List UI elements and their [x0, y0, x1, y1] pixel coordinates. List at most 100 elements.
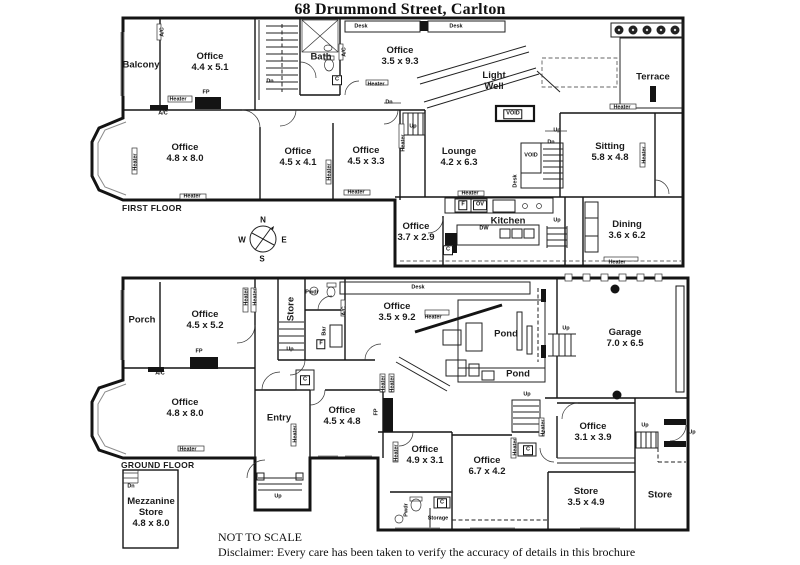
room-dims: 3.5 x 4.9 — [567, 497, 605, 508]
compass-south-label: S — [259, 254, 265, 264]
room-dims: 7.0 x 6.5 — [606, 338, 644, 349]
room-dims: 4.8 x 8.0 — [132, 518, 170, 530]
annotation-label: Storage — [427, 515, 449, 522]
room-dims: 4.5 x 4.8 — [323, 416, 361, 427]
room-dims: 4.8 x 8.0 — [166, 408, 204, 419]
room-name: Store — [285, 296, 297, 322]
annotation-label: OV — [473, 200, 487, 210]
annotation-label: VOID — [503, 109, 523, 119]
annotation-label: Up — [274, 493, 282, 500]
room-label: Porch — [129, 314, 156, 325]
annotation-label: Up — [688, 429, 696, 436]
annotation-label: FP — [202, 89, 210, 96]
annotation-label: Heater — [424, 314, 442, 321]
annotation-label: Heater — [393, 444, 400, 462]
annotation-label: Heater — [367, 81, 385, 88]
annotation-label: A/C — [155, 370, 165, 377]
annotation-label: Up — [286, 346, 294, 353]
annotation-label: DW — [479, 225, 489, 232]
room-name: Entry — [266, 412, 292, 424]
room-name: Office — [402, 220, 430, 232]
room-dims: 4.5 x 3.3 — [347, 156, 385, 167]
room-label: Pond — [506, 368, 530, 379]
room-label: Pond — [494, 328, 518, 339]
annotation-label: Heater — [380, 375, 387, 393]
annotation-label: Pwdr — [403, 503, 410, 517]
annotation-label: C — [523, 445, 533, 455]
annotation-label: Up — [409, 123, 417, 130]
annotation-label: Up — [523, 391, 531, 398]
annotation-label: Heater — [400, 134, 407, 152]
annotation-label: Desk — [354, 23, 368, 30]
annotation-label: VOID — [524, 152, 538, 159]
annotation-label: Heater — [389, 375, 396, 393]
room-name: Store — [647, 489, 673, 501]
annotation-label: F — [316, 339, 326, 349]
annotation-label: A/C — [341, 306, 348, 316]
annotation-label: Dn — [266, 78, 274, 85]
room-label: Entry — [267, 412, 291, 423]
room-name: Office — [579, 420, 607, 432]
room-name: Office — [473, 454, 501, 466]
annotation-label: Up — [562, 325, 570, 332]
annotation-label: Desk — [512, 174, 519, 188]
room-name: Mezzanine Store — [127, 496, 175, 519]
annotation-label: Dn — [547, 139, 555, 146]
room-name: Office — [191, 308, 219, 320]
annotation-label: Dn — [385, 99, 393, 106]
annotation-label: Bar — [321, 326, 328, 336]
room-dims: 4.9 x 3.1 — [406, 455, 444, 466]
room-name: Balcony — [122, 59, 160, 71]
annotation-label: Heater — [347, 189, 365, 196]
room-name: Terrace — [636, 71, 670, 83]
annotation-label: Heater — [608, 259, 626, 266]
room-name: Porch — [128, 314, 156, 326]
annotation-label: Heater — [512, 438, 519, 456]
annotation-label: A/C — [158, 110, 168, 117]
annotation-label: Heater — [613, 104, 631, 111]
room-name: Pond — [494, 328, 518, 340]
room-name: Office — [383, 300, 411, 312]
annotation-label: Up — [553, 127, 561, 134]
room-name: Sitting — [595, 140, 625, 152]
room-name: Office — [171, 141, 199, 153]
room-dims: 3.1 x 3.9 — [574, 432, 612, 443]
first-floor-walls — [90, 16, 685, 268]
annotation-label: Heater — [461, 190, 479, 197]
annotation-label: Heater — [132, 153, 139, 171]
room-name: Office — [352, 144, 380, 156]
room-name: Light Well — [482, 69, 506, 92]
annotation-label: Heater — [179, 446, 197, 453]
room-label: Store — [648, 489, 672, 500]
annotation-label: Up — [641, 422, 649, 429]
annotation-label: Up — [553, 217, 561, 224]
annotation-label: A/C — [159, 27, 166, 37]
disclaimer-text: Disclaimer: Every care has been taken to… — [218, 545, 636, 559]
room-label: Bath — [310, 51, 331, 62]
room-name: Lounge — [441, 145, 477, 157]
annotation-label: C — [437, 498, 447, 508]
room-dims: 4.5 x 4.1 — [279, 157, 317, 168]
room-dims: 5.8 x 4.8 — [591, 152, 629, 163]
annotation-label: C — [300, 375, 310, 385]
room-dims: 3.5 x 9.3 — [381, 56, 419, 67]
room-name: Bath — [310, 51, 332, 63]
annotation-label: Desk — [411, 284, 425, 291]
room-name: Garage — [608, 326, 642, 338]
room-label: Terrace — [636, 71, 670, 82]
annotation-label: C — [332, 75, 342, 85]
room-name: Pond — [506, 368, 530, 380]
page-title: 68 Drummond Street, Carlton — [294, 1, 506, 18]
annotation-label: Heater — [641, 146, 648, 164]
room-name: Office — [284, 145, 312, 157]
room-dims: 4.5 x 5.2 — [186, 320, 224, 331]
room-dims: 4.2 x 6.3 — [440, 157, 478, 168]
annotation-label: Heater — [169, 96, 187, 103]
